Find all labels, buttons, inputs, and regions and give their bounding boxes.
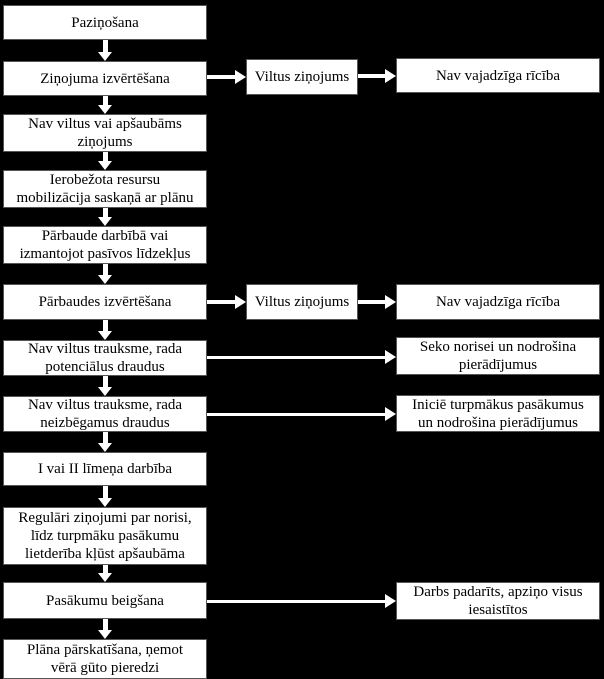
arrow-down-icon [98, 152, 112, 170]
node-no-action-2: Nav vajadzīga rīcība [396, 284, 600, 320]
arrow-down-icon [98, 40, 112, 61]
arrow-right-icon [207, 406, 396, 422]
arrow-right-icon [207, 593, 396, 609]
arrow-right-icon [207, 69, 246, 85]
node-monitor-evidence: Seko norisei un nodrošina pierādījumus [396, 337, 600, 375]
arrow-right-icon [358, 294, 396, 310]
node-plan-review: Plāna pārskatīšana, ņemot vērā gūto pier… [3, 639, 207, 679]
arrow-right-icon [358, 68, 396, 84]
arrow-down-icon [98, 486, 112, 507]
node-notification: Paziņošana [3, 5, 207, 40]
node-initiate-further: Iniciē turpmākus pasākumus un nodrošina … [396, 395, 600, 432]
node-no-action-1: Nav vajadzīga rīcība [396, 58, 600, 93]
node-imminent-threat: Nav viltus trauksme, rada neizbēgamus dr… [3, 396, 207, 432]
arrow-down-icon [98, 264, 112, 284]
node-work-done: Darbs padarīts, apziņo visus iesaistītos [396, 582, 600, 620]
arrow-down-icon [98, 565, 112, 582]
arrow-down-icon [98, 320, 112, 340]
arrow-down-icon [98, 208, 112, 226]
node-false-report-1: Viltus ziņojums [246, 59, 358, 95]
node-level-action: I vai II līmeņa darbība [3, 452, 207, 486]
arrow-right-icon [207, 349, 396, 365]
node-verification-action: Pārbaude darbībā vai izmantojot pasīvos … [3, 226, 207, 264]
arrow-right-icon [207, 294, 246, 310]
node-termination: Pasākumu beigšana [3, 582, 207, 619]
node-potential-threat: Nav viltus trauksme, rada potenciālus dr… [3, 340, 207, 376]
node-limited-mobilization: Ierobežota resursu mobilizācija saskaņā … [3, 170, 207, 208]
arrow-down-icon [98, 96, 112, 114]
arrow-down-icon [98, 619, 112, 639]
arrow-down-icon [98, 432, 112, 452]
node-regular-reports: Regulāri ziņojumi par norisi, līdz turpm… [3, 507, 207, 565]
node-false-report-2: Viltus ziņojums [246, 284, 358, 320]
node-report-evaluation: Ziņojuma izvērtēšana [3, 61, 207, 96]
node-verification-evaluation: Pārbaudes izvērtēšana [3, 284, 207, 320]
node-valid-report: Nav viltus vai apšaubāms ziņojums [3, 114, 207, 152]
arrow-down-icon [98, 376, 112, 396]
